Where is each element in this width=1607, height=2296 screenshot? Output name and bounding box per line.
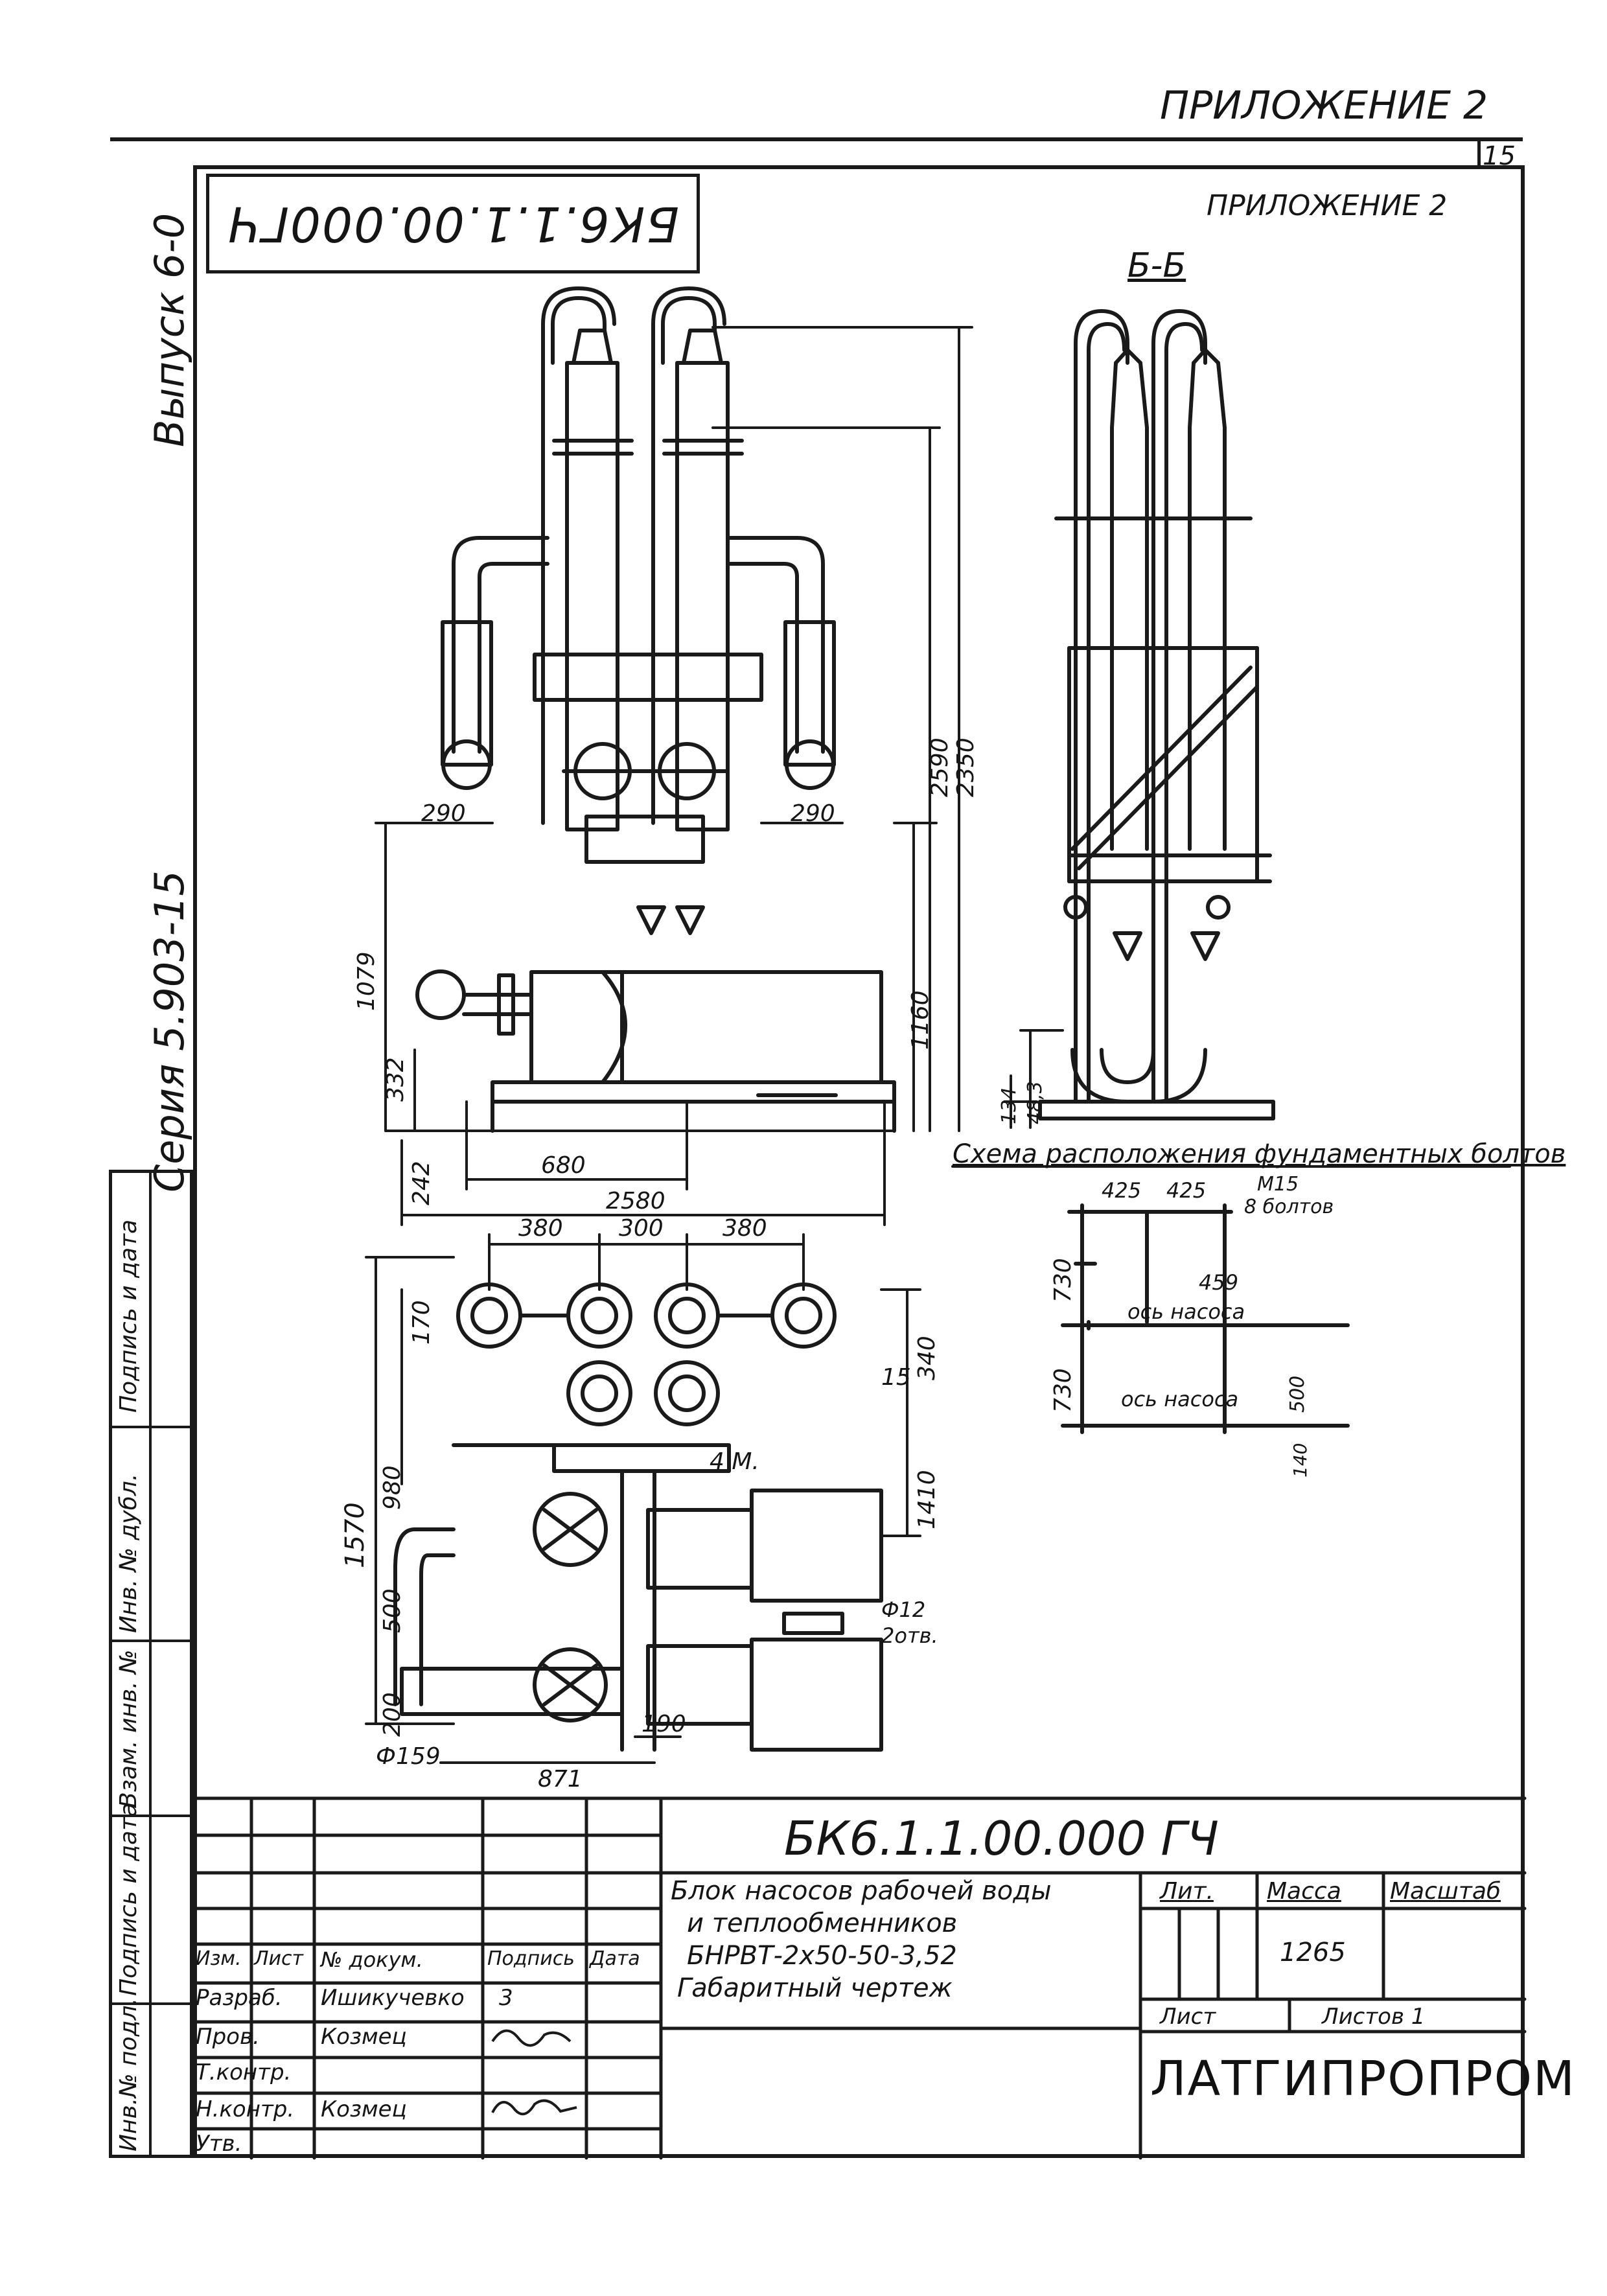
dim-front-2350: 2350 [953,737,979,797]
lit-label: Лит. [1160,1878,1214,1905]
role-developer-name: Ишикучевко [321,1985,465,2011]
dim-front-2580: 2580 [606,1188,665,1214]
dim-section-48-3: 48,3 [1024,1081,1046,1124]
col-header-date: Дата [590,1947,640,1970]
plan-view-dimensions [365,1233,921,1764]
stamp-sep [109,2002,193,2005]
dim-front-332: 332 [382,1057,409,1102]
dim-found-500: 500 [1286,1375,1309,1413]
role-developer: Разраб. [196,1985,283,2011]
dim-plan-170: 170 [408,1300,435,1345]
dim-front-1160: 1160 [907,990,934,1050]
sheet-label: Лист [1160,2004,1216,2030]
corner-divider [1477,137,1481,167]
role-norm-control-name: Козмец [321,2096,407,2122]
role-norm-control: Н.контр. [196,2096,295,2122]
stamp-sep [109,1426,193,1428]
dim-found-140: 140 [1289,1443,1311,1478]
dim-front-290-right: 290 [791,800,835,827]
dim-found-730-bottom: 730 [1050,1368,1076,1413]
title-name-line-2: и теплообменников [687,1908,958,1938]
dim-found-425-right: 425 [1166,1178,1207,1203]
signature-checker [491,2029,572,2047]
found-pump-axis-2: ось насоса [1121,1387,1239,1411]
scale-label: Масштаб [1390,1878,1501,1905]
title-name-line-1: Блок насосов рабочей воды [671,1876,1052,1906]
role-tech-control: Т.контр. [196,2059,292,2085]
signature-norm-control [491,2099,577,2116]
organization-name: ЛАТГИПРОПРОМ [1150,2051,1576,2107]
designation-box: БК6.1.1.00.000ГЧ [206,174,700,273]
role-checker-name: Козмец [321,2024,407,2050]
dim-plan-1410: 1410 [914,1470,940,1529]
col-header-change: Изм. [196,1947,242,1970]
document-code: БК6.1.1.00.000 ГЧ [784,1811,1219,1866]
dim-plan-200: 200 [379,1692,406,1737]
dim-plan-15: 15 [881,1364,911,1391]
found-bolt-count: 8 болтов [1244,1196,1334,1218]
plan-note-2holes: 2отв. [881,1623,938,1648]
front-view-dimensions [375,326,973,1226]
section-bb-equipment [1038,309,1275,1120]
section-bb-dimensions [951,1029,1511,1168]
dim-plan-980: 980 [379,1465,406,1510]
stamp-sep [109,1640,193,1642]
mass-value: 1265 [1280,1938,1346,1967]
top-rule [110,137,1523,141]
dim-plan-300: 300 [619,1215,664,1242]
plan-view-equipment [393,1282,883,1752]
title-name-line-4: Габаритный чертеж [677,1973,953,2003]
mass-label: Масса [1267,1878,1341,1905]
appendix-header: ПРИЛОЖЕНИЕ 2 [1160,83,1488,128]
dim-front-2590: 2590 [927,737,953,797]
front-view-equipment [415,286,896,1133]
dim-plan-500: 500 [379,1588,406,1633]
dim-found-459: 459 [1199,1270,1239,1295]
dim-plan-380-left: 380 [518,1215,563,1242]
dim-plan-diam159: Ф159 [376,1743,441,1770]
title-name-line-3: БНРВТ-2х50-50-3,52 [687,1941,957,1971]
appendix-inner: ПРИЛОЖЕНИЕ 2 [1207,189,1448,222]
sheets-label: Листов 1 [1322,2004,1426,2030]
role-approved: Утв. [196,2131,242,2157]
col-header-sheet: Лист [254,1947,304,1970]
dim-section-134: 134 [998,1087,1021,1124]
title-block-grid [191,1796,1527,2160]
dim-front-242: 242 [408,1161,435,1205]
dim-plan-380-right: 380 [723,1215,767,1242]
dim-front-290-left: 290 [421,800,466,827]
col-header-signature: Подпись [487,1947,575,1970]
dim-front-1079: 1079 [353,951,380,1011]
dim-plan-340: 340 [914,1336,940,1380]
plan-note-d12: Ф12 [881,1597,926,1622]
foundation-scheme [1061,1203,1350,1434]
foundation-scheme-title: Схема расположения фундаментных болтов [953,1139,1566,1169]
found-bolt-m15: М15 [1257,1173,1299,1196]
dim-plan-871: 871 [538,1766,583,1792]
role-checker: Пров. [196,2024,260,2050]
stamp-sep [109,1815,193,1817]
plan-note-4m: 4 М. [710,1448,759,1475]
dim-front-680: 680 [541,1152,586,1179]
found-pump-axis-1: ось насоса [1127,1299,1245,1324]
stamp-strip-divider [149,1170,152,2158]
sheet-frame [193,165,1525,2158]
dim-plan-190: 190 [642,1711,686,1737]
dim-plan-1570: 1570 [340,1502,370,1568]
section-bb-label: Б-Б [1127,246,1186,285]
dim-found-730-top: 730 [1050,1258,1076,1303]
col-header-docnum: № докум. [321,1947,423,1972]
role-developer-sign: 3 [499,1985,513,2011]
dim-found-425-left: 425 [1102,1178,1142,1203]
